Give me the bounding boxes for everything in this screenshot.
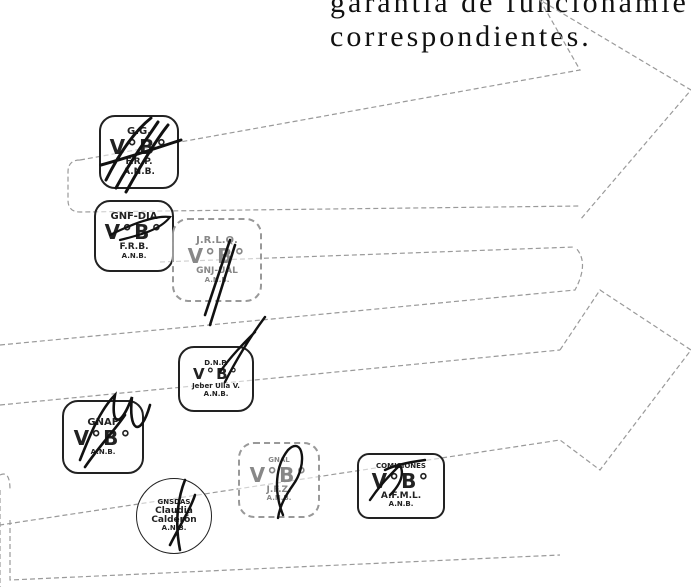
stamp-gnaf: GNAF V°B° A.N.B.	[62, 400, 144, 474]
arrow-band-top	[67, 0, 691, 221]
stamp-dnp: D.N.P. V°B° Jeber Ulla V. A.N.B.	[178, 346, 254, 412]
text-line-1: garantía de funcionamie	[330, 0, 689, 19]
stamp-gg: G.G. V°B° F.R.P. A.N.B.	[99, 115, 179, 189]
arrow-band-lower	[0, 289, 691, 526]
text-line-2: correspondientes.	[330, 20, 592, 53]
stamp-gnsdas: GNSDAS Claudia Calderón A.N.B.	[136, 478, 212, 554]
stamp-jrlq: J.R.L.Q. V°B° GNJ-UAL A.N.B.	[172, 218, 262, 302]
arrow-band-bottom	[0, 473, 561, 581]
stamp-gnf-dia: GNF-DIA V°B° F.R.B. A.N.B.	[94, 200, 174, 272]
arrow-band-middle	[0, 246, 584, 346]
stamp-gnal: GNAL V°B° J.F.Z. A.N.B.	[238, 442, 320, 518]
stamp-comisiones: COMISIONES V°B° A.F.M.L. A.N.B.	[357, 453, 445, 519]
